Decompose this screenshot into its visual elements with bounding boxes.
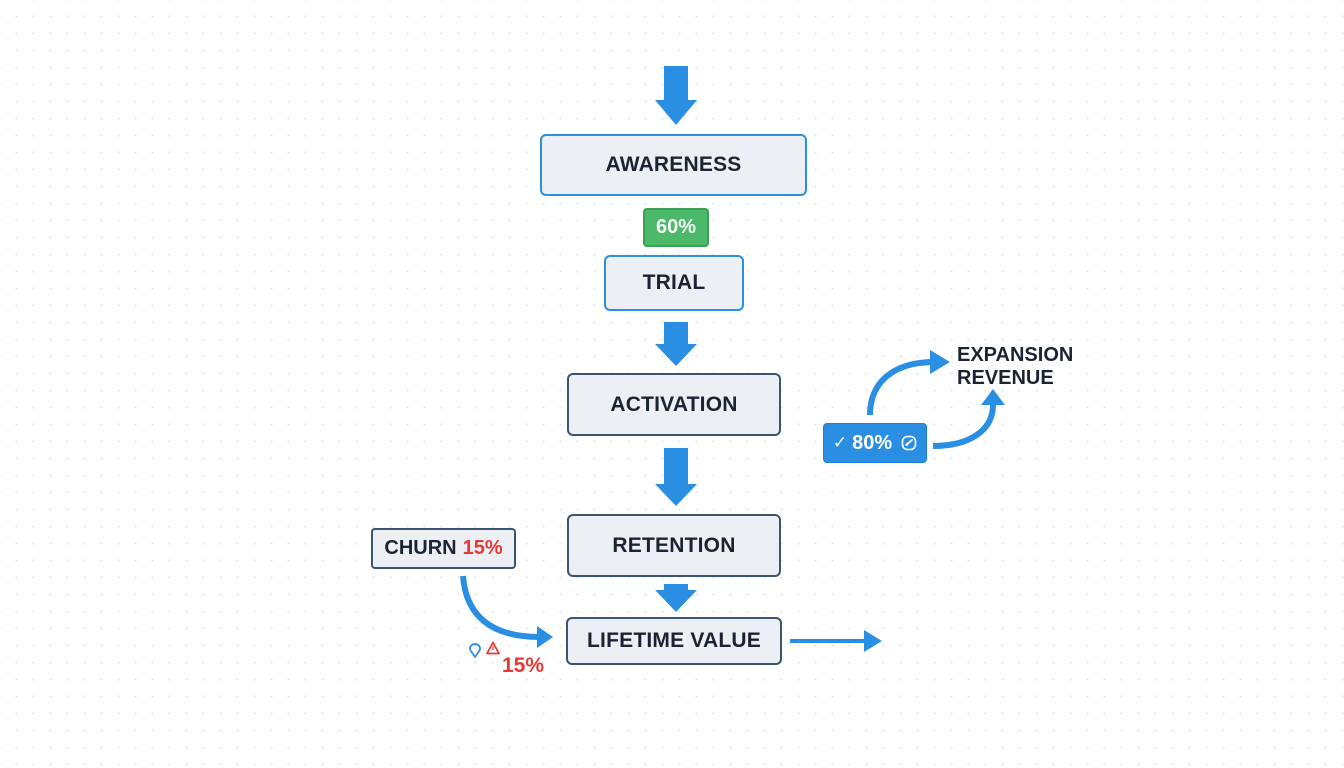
churn-box[interactable]: CHURN 15% [371, 528, 516, 569]
expansion-rate-badge: ✓ 80% [823, 423, 927, 463]
arrow-expansion-upper-head [930, 350, 950, 374]
check-icon: ✓ [832, 433, 848, 452]
stage-retention[interactable]: RETENTION [567, 514, 781, 577]
gauge-icon [901, 435, 917, 451]
arrow-ltv-out-head [864, 630, 882, 652]
conversion-value: 60% [655, 216, 697, 238]
churn-label: CHURN [384, 537, 457, 559]
stage-label: LIFETIME VALUE [587, 629, 761, 652]
arrow-trial-to-activation [655, 322, 697, 366]
arrow-churn-to-ltv-head [537, 626, 553, 648]
stage-label: ACTIVATION [610, 392, 738, 416]
map-pin-icon [469, 643, 481, 658]
warning-triangle-icon [486, 641, 500, 655]
churn-value: 15% [462, 537, 503, 559]
arrow-expansion-upper [867, 359, 936, 416]
churn-annotation-value: 15% [502, 654, 545, 677]
stage-label: TRIAL [642, 271, 706, 294]
stage-label: RETENTION [612, 533, 736, 557]
arrow-expansion-lower-head [981, 389, 1005, 405]
arrow-churn-to-ltv [460, 575, 541, 640]
stage-activation[interactable]: ACTIVATION [567, 373, 781, 436]
arrow-retention-to-ltv [655, 584, 697, 612]
stage-trial[interactable]: TRIAL [604, 255, 744, 311]
expansion-revenue-label: EXPANSION REVENUE [957, 344, 1073, 390]
stage-label: AWARENESS [605, 153, 742, 176]
arrow-expansion-lower [932, 404, 996, 449]
expansion-rate-value: 80% [852, 431, 893, 454]
arrow-into-awareness [655, 66, 697, 125]
expansion-line-1: EXPANSION [957, 344, 1074, 366]
stage-lifetime-value[interactable]: LIFETIME VALUE [566, 617, 782, 665]
conversion-badge: 60% [643, 208, 709, 247]
stage-awareness[interactable]: AWARENESS [540, 134, 807, 196]
expansion-line-2: REVENUE [957, 367, 1054, 389]
arrow-activation-to-retention [655, 448, 697, 506]
